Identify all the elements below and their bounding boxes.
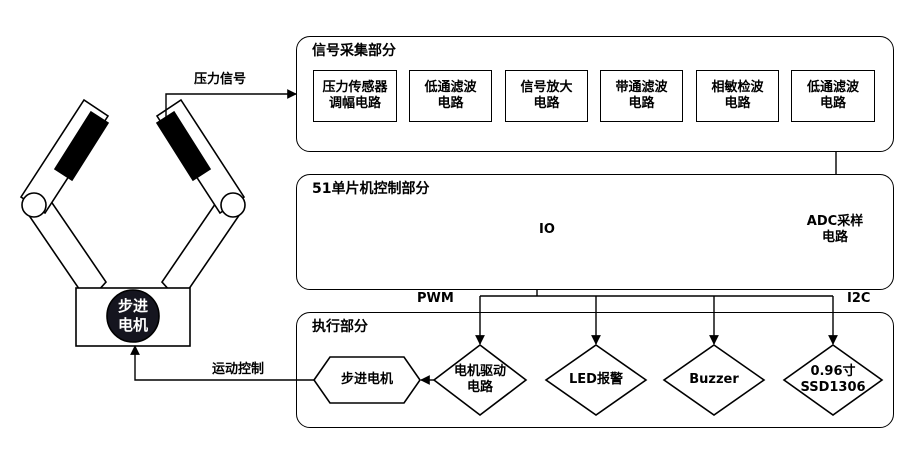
driver-line1: 电机驱动 bbox=[453, 364, 506, 379]
lowpass-filter-block-2: 低通滤波电路 bbox=[791, 70, 875, 122]
motion-control-line bbox=[130, 345, 314, 381]
io-label: IO bbox=[539, 222, 555, 237]
left-joint bbox=[21, 192, 47, 218]
motor-driver-label: 电机驱动电路 bbox=[434, 345, 526, 415]
exec-panel-title: 执行部分 bbox=[312, 319, 368, 335]
gripper-motor-line1: 步进 bbox=[117, 297, 148, 315]
stepper-hexagon bbox=[313, 356, 421, 404]
driver-line2: 电路 bbox=[466, 380, 493, 395]
phase-detector-block: 相敏检波电路 bbox=[696, 70, 779, 122]
signal-panel-title: 信号采集部分 bbox=[312, 43, 396, 59]
mcu-control-panel bbox=[296, 174, 894, 290]
adc-line2: 电路 bbox=[821, 230, 848, 245]
lowpass2-line2: 电路 bbox=[819, 96, 846, 111]
pwm-label: PWM bbox=[417, 291, 454, 306]
led-alarm-label: LED报警 bbox=[569, 372, 623, 387]
lowpass1-line1: 低通滤波 bbox=[424, 80, 477, 95]
bandpass-filter-block: 带通滤波电路 bbox=[600, 70, 683, 122]
bandpass-line1: 带通滤波 bbox=[615, 80, 668, 95]
gripper-motor-label: 步进电机 bbox=[107, 290, 159, 342]
driver-diamond bbox=[432, 343, 528, 417]
gripper-illustration bbox=[19, 98, 246, 347]
lowpass2-line1: 低通滤波 bbox=[806, 80, 859, 95]
right-pressure-pad bbox=[155, 110, 212, 182]
gripper-motor-line2: 电机 bbox=[117, 316, 148, 334]
bandpass-line2: 电路 bbox=[628, 96, 655, 111]
am-circuit-line1: 压力传感器 bbox=[322, 80, 388, 95]
buzzer-diamond bbox=[662, 344, 766, 416]
adc-sampling-label: ADC采样电路 bbox=[792, 202, 878, 258]
oled-line1: 0.96寸 bbox=[810, 364, 856, 379]
lowpass-filter-block-1: 低通滤波电路 bbox=[409, 70, 492, 122]
left-pressure-pad bbox=[53, 110, 110, 182]
i2c-label: I2C bbox=[847, 291, 871, 306]
pressure-signal-label: 压力信号 bbox=[194, 72, 247, 87]
motion-control-label: 运动控制 bbox=[212, 362, 265, 377]
phase-detector-line2: 电路 bbox=[724, 96, 751, 111]
amplifier-line2: 电路 bbox=[533, 96, 560, 111]
oled-diamond bbox=[782, 344, 884, 416]
led-diamond bbox=[544, 344, 648, 416]
am-circuit-line2: 调幅电路 bbox=[328, 96, 381, 111]
lowpass1-line2: 电路 bbox=[437, 96, 464, 111]
buzzer-label: Buzzer bbox=[689, 372, 739, 387]
adc-line1: ADC采样 bbox=[806, 214, 864, 229]
phase-detector-line1: 相敏检波 bbox=[711, 80, 764, 95]
execution-panel bbox=[296, 312, 894, 428]
amplifier-line1: 信号放大 bbox=[520, 80, 573, 95]
stepper-motor-disc bbox=[106, 289, 160, 343]
stepper-motor-label: 步进电机 bbox=[340, 372, 393, 387]
right-joint bbox=[220, 192, 246, 218]
am-circuit-block: 压力传感器调幅电路 bbox=[313, 70, 397, 122]
amplifier-block: 信号放大电路 bbox=[505, 70, 588, 122]
oled-line2: SSD1306 bbox=[800, 380, 866, 395]
mcu-panel-title: 51单片机控制部分 bbox=[312, 181, 430, 197]
pressure-signal-line bbox=[165, 89, 297, 123]
